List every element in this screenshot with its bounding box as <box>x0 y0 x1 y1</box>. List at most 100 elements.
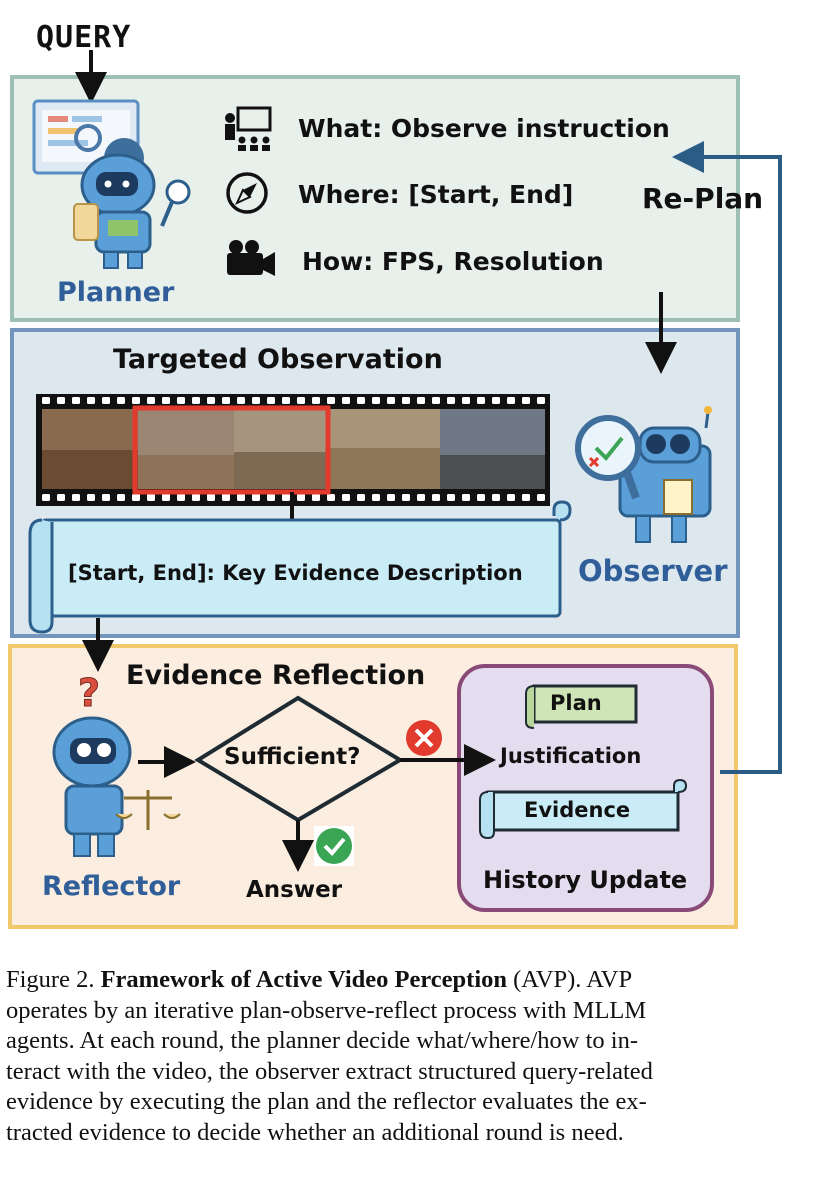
film-sprocket-hole <box>282 397 290 404</box>
film-sprocket-hole <box>327 494 335 501</box>
cross-icon <box>406 720 442 756</box>
caption-line-3: agents. At each round, the planner decid… <box>6 1027 639 1055</box>
film-sprocket-hole <box>237 397 245 404</box>
film-sprocket-hole <box>207 494 215 501</box>
film-sprocket-hole <box>42 397 50 404</box>
film-sprocket-hole <box>387 397 395 404</box>
film-sprocket-hole <box>117 494 125 501</box>
key-evidence-text: [Start, End]: Key Evidence Description <box>68 561 523 585</box>
caption-title: Framework of Active Video Perception <box>100 966 508 993</box>
film-sprocket-hole <box>357 397 365 404</box>
film-sprocket-hole <box>192 397 200 404</box>
film-sprocket-hole <box>447 494 455 501</box>
planner-what: What: Observe instruction <box>298 114 670 143</box>
reflector-robot-illustration: ? <box>52 671 181 857</box>
film-sprocket-hole <box>462 494 470 501</box>
film-sprocket-hole <box>492 397 500 404</box>
answer-label: Answer <box>246 877 343 903</box>
query-label: QUERY <box>36 20 132 55</box>
film-sprocket-hole <box>147 494 155 501</box>
film-sprocket-hole <box>252 397 260 404</box>
film-sprocket-hole <box>102 494 110 501</box>
reflector-name: Reflector <box>42 871 181 902</box>
film-sprocket-hole <box>432 397 440 404</box>
film-sprocket-hole <box>132 397 140 404</box>
film-sprocket-hole <box>297 494 305 501</box>
film-sprocket-hole <box>147 397 155 404</box>
film-sprocket-hole <box>207 397 215 404</box>
replan-label: Re-Plan <box>642 182 764 215</box>
camera-icon <box>227 240 275 276</box>
film-sprocket-hole <box>327 397 335 404</box>
evidence-scroll <box>28 500 572 634</box>
film-sprocket-hole <box>192 494 200 501</box>
film-strip <box>36 394 550 506</box>
film-sprocket-hole <box>387 494 395 501</box>
film-sprocket-hole <box>117 397 125 404</box>
film-sprocket-hole <box>372 494 380 501</box>
check-icon <box>314 826 354 866</box>
film-sprocket-hole <box>57 397 65 404</box>
film-sprocket-hole <box>102 397 110 404</box>
film-sprocket-hole <box>477 397 485 404</box>
planner-name: Planner <box>57 277 175 308</box>
reflection-title: Evidence Reflection <box>126 660 426 691</box>
film-sprocket-hole <box>87 494 95 501</box>
caption-line-5: evidence by executing the plan and the r… <box>6 1088 647 1116</box>
plan-scroll <box>525 684 638 729</box>
replan-loop-line <box>672 141 782 774</box>
film-sprocket-hole <box>312 494 320 501</box>
observer-robot-illustration <box>575 406 712 543</box>
film-sprocket-hole <box>507 494 515 501</box>
film-sprocket-hole <box>72 397 80 404</box>
film-sprocket-hole <box>222 494 230 501</box>
film-sprocket-hole <box>432 494 440 501</box>
film-sprocket-hole <box>312 397 320 404</box>
film-sprocket-hole <box>282 494 290 501</box>
film-sprocket-hole <box>537 494 545 501</box>
film-sprocket-hole <box>372 397 380 404</box>
diagram-graphics: ? <box>28 50 782 872</box>
film-sprocket-hole <box>507 397 515 404</box>
film-sprocket-hole <box>417 494 425 501</box>
film-sprocket-hole <box>477 494 485 501</box>
film-sprocket-hole <box>417 397 425 404</box>
film-sprocket-hole <box>267 494 275 501</box>
film-sprocket-hole <box>132 494 140 501</box>
caption-line-4: teract with the video, the observer extr… <box>6 1057 653 1085</box>
highlighted-segment <box>132 405 331 495</box>
film-sprocket-hole <box>537 397 545 404</box>
history-update-box <box>457 664 714 912</box>
film-sprocket-hole <box>267 397 275 404</box>
film-sprocket-hole <box>222 397 230 404</box>
film-sprocket-hole <box>237 494 245 501</box>
film-sprocket-hole <box>42 494 50 501</box>
svg-text:?: ? <box>78 671 100 715</box>
film-sprocket-hole <box>87 397 95 404</box>
planner-robot-illustration <box>32 99 191 269</box>
film-sprocket-hole <box>297 397 305 404</box>
caption-line-2: operates by an iterative plan-observe-re… <box>6 996 647 1024</box>
film-sprocket-hole <box>402 397 410 404</box>
film-sprocket-hole <box>177 494 185 501</box>
film-sprocket-hole <box>522 494 530 501</box>
film-sprocket-hole <box>177 397 185 404</box>
film-sprocket-hole <box>357 494 365 501</box>
film-sprocket-hole <box>162 494 170 501</box>
planner-how: How: FPS, Resolution <box>302 247 604 276</box>
observation-title: Targeted Observation <box>113 344 443 375</box>
compass-icon <box>226 172 268 214</box>
caption-line1-rest: (AVP). AVP <box>507 966 633 993</box>
film-sprocket-hole <box>72 494 80 501</box>
film-sprocket-hole <box>522 397 530 404</box>
planner-where: Where: [Start, End] <box>298 180 574 209</box>
figure-caption: Figure 2. Framework of Active Video Perc… <box>6 965 806 1149</box>
caption-line-6: tracted evidence to decide whether an ad… <box>6 1118 624 1146</box>
caption-prefix: Figure 2. <box>6 966 101 993</box>
film-sprocket-hole <box>462 397 470 404</box>
film-sprocket-hole <box>342 397 350 404</box>
history-evidence-label: Evidence <box>524 798 631 822</box>
history-update-title: History Update <box>483 866 688 894</box>
film-sprocket-hole <box>402 494 410 501</box>
sufficient-label: Sufficient? <box>224 744 361 770</box>
